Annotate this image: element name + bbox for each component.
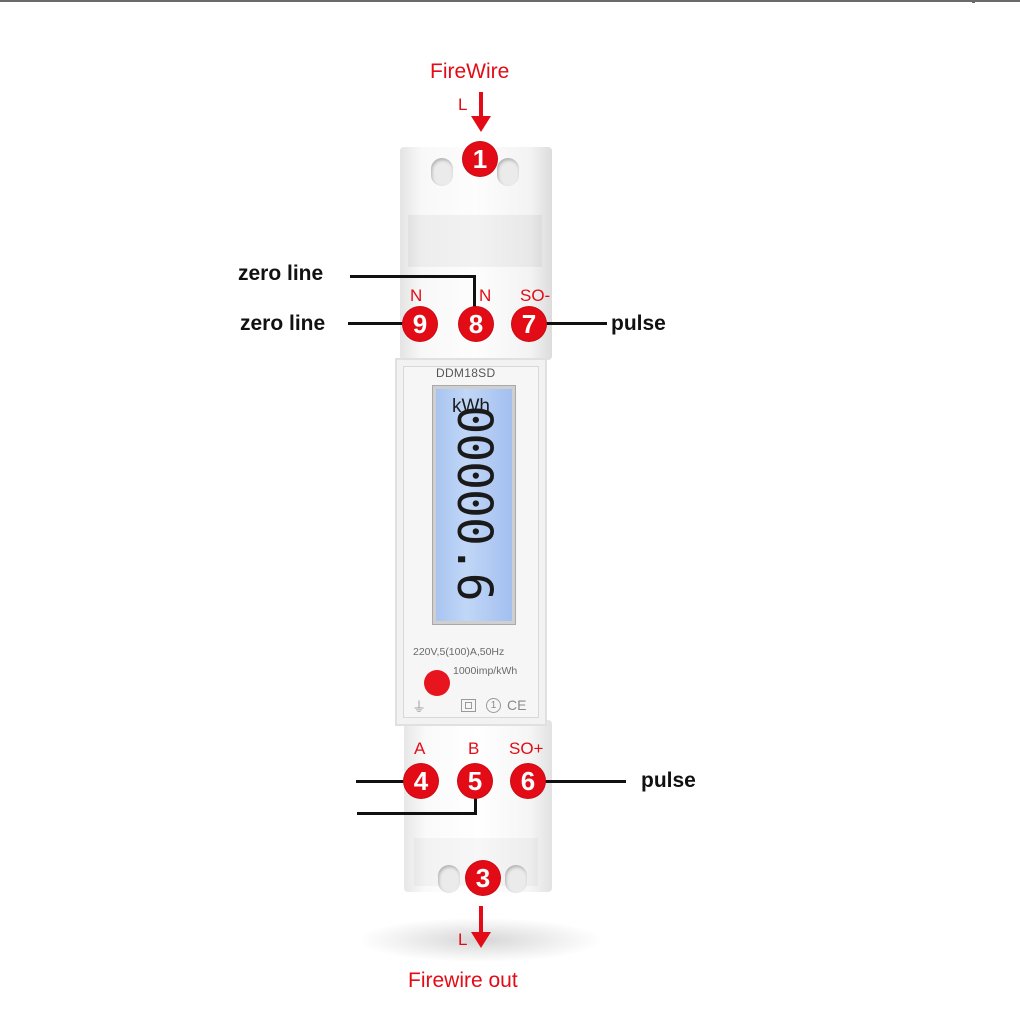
terminal-4-wire bbox=[356, 780, 406, 783]
output-title: Firewire out bbox=[408, 969, 518, 992]
lcd-screen bbox=[436, 389, 512, 621]
zero-line-lower-label: zero line bbox=[240, 312, 326, 335]
terminal-9-label: N bbox=[410, 286, 423, 305]
mount-hole-top-right bbox=[497, 158, 519, 186]
top-border-mark bbox=[972, 0, 975, 3]
lcd-unit: kWh bbox=[452, 396, 490, 417]
pulse-lower-wire bbox=[544, 780, 626, 783]
input-line-letter: L bbox=[458, 95, 468, 114]
double-insulation-icon bbox=[461, 699, 476, 712]
mount-hole-bottom-right bbox=[505, 865, 527, 893]
terminal-5-marker: 5 bbox=[458, 764, 492, 798]
zero-line-upper-wire-v bbox=[473, 275, 476, 310]
terminal-4-marker: 4 bbox=[404, 764, 438, 798]
pulse-upper-label: pulse bbox=[611, 312, 666, 335]
terminal-9-marker: 9 bbox=[403, 307, 437, 341]
terminal-7-label: SO- bbox=[520, 286, 551, 305]
terminal-6-label: SO+ bbox=[509, 739, 544, 758]
output-arrow-icon bbox=[470, 906, 492, 950]
terminal-8-label: N bbox=[479, 286, 492, 305]
ce-mark: CE bbox=[507, 697, 527, 713]
mount-hole-bottom-left bbox=[438, 865, 460, 893]
pulse-led bbox=[424, 670, 450, 696]
top-border-line bbox=[0, 0, 1020, 2]
zero-line-upper-label: zero line bbox=[238, 262, 324, 285]
terminal-5-label: B bbox=[468, 739, 480, 758]
meter-model: DDM18SD bbox=[436, 366, 496, 380]
double-insulation-inner-icon bbox=[465, 702, 472, 709]
meter-pulse-constant: 1000imp/kWh bbox=[453, 665, 518, 677]
lcd-reading: 00000.6 bbox=[446, 405, 502, 601]
terminal-6-marker: 6 bbox=[511, 764, 545, 798]
pulse-lower-label: pulse bbox=[641, 769, 696, 792]
zero-line-lower-wire bbox=[348, 322, 406, 325]
meter-top-band bbox=[408, 215, 542, 267]
output-line-letter: L bbox=[458, 930, 468, 949]
ground-symbol-icon: ⏚ bbox=[412, 699, 426, 715]
terminal-8-marker: 8 bbox=[459, 307, 493, 341]
terminal-7-marker: 7 bbox=[512, 307, 546, 341]
terminal-4-label: A bbox=[414, 739, 426, 758]
terminal-5-wire-h bbox=[357, 812, 477, 815]
accuracy-class-mark: 1 bbox=[486, 698, 501, 713]
terminal-1-marker: 1 bbox=[463, 142, 497, 176]
zero-line-upper-wire-h bbox=[350, 275, 476, 278]
pulse-upper-wire bbox=[545, 322, 607, 325]
meter-rating: 220V,5(100)A,50Hz bbox=[413, 646, 505, 658]
input-arrow-icon bbox=[470, 92, 492, 134]
terminal-5-wire-v bbox=[474, 795, 477, 815]
mount-hole-top-left bbox=[431, 158, 453, 186]
terminal-3-marker: 3 bbox=[466, 861, 500, 895]
input-title: FireWire bbox=[430, 60, 510, 83]
